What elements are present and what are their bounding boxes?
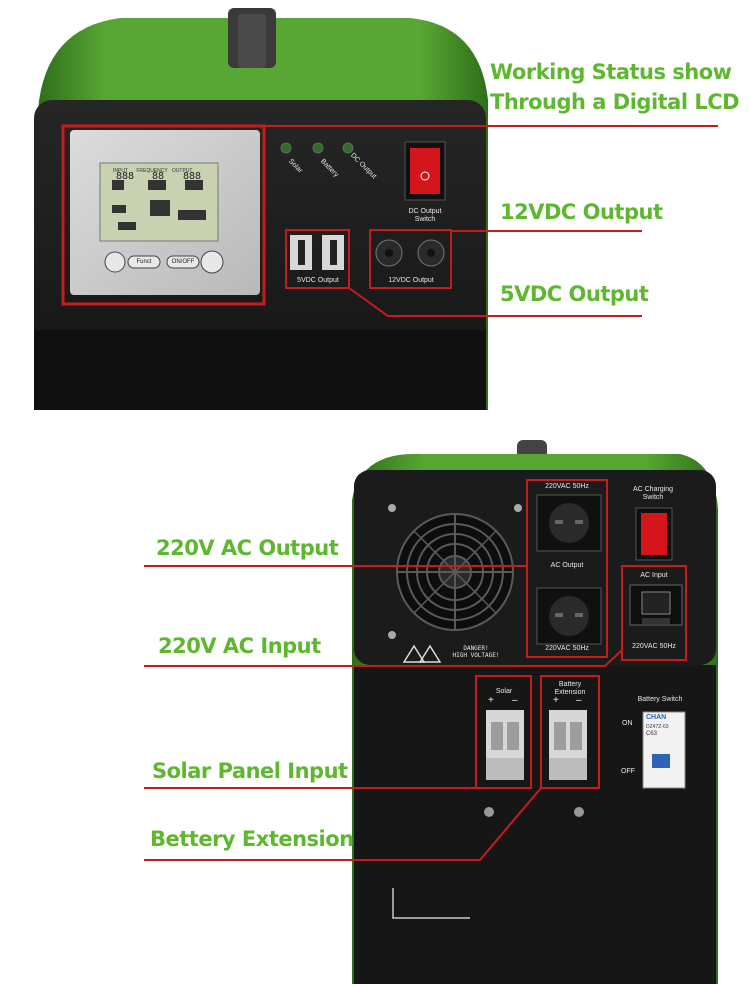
- dc-output-led: [342, 142, 354, 154]
- front-panel-photo: [0, 0, 750, 410]
- battery-extension-breaker[interactable]: [549, 710, 587, 780]
- danger-label: DANGER! HIGH VOLTAGE!: [452, 645, 500, 659]
- callout-lcd-line2: Through a Digital LCD: [490, 90, 740, 114]
- usb-highlight-box: [285, 229, 350, 289]
- back-panel-photo: [0, 440, 750, 984]
- battery-switch-on: ON: [622, 720, 633, 727]
- solar-highlight-box: [475, 675, 532, 789]
- usb-output-label: 5VDC Output: [297, 277, 339, 284]
- dc-output-switch-label: DC Output Switch: [408, 208, 442, 223]
- callout-5vdc: 5VDC Output: [500, 282, 649, 306]
- lightning-icon: [418, 644, 442, 663]
- power-button[interactable]: [200, 250, 224, 274]
- cooling-fan: [388, 504, 522, 639]
- onoff-button-label: ON/OFF: [171, 259, 195, 265]
- lcd-header-output: OUTPUT: [171, 168, 193, 174]
- front-panel-drawing: [34, 8, 718, 410]
- battery-minus: –: [576, 695, 582, 706]
- lcd-digits-output: 888: [183, 171, 202, 182]
- dc-highlight-box: [369, 229, 452, 289]
- callout-ac-output: 220V AC Output: [156, 536, 339, 560]
- battery-plus: +: [553, 695, 559, 706]
- solar-minus: –: [512, 695, 518, 706]
- ac-input-highlight-box: [621, 565, 687, 661]
- callout-lcd-line1: Working Status show: [490, 60, 732, 84]
- back-panel-drawing: [144, 440, 718, 984]
- solar-plus: +: [488, 695, 494, 706]
- socket-bottom-label: 220VAC 50Hz: [545, 645, 589, 652]
- callout-battery-ext: Bettery Extension: [150, 827, 354, 851]
- callout-12vdc: 12VDC Output: [500, 200, 663, 224]
- battery-led: [312, 142, 324, 154]
- battery-ext-highlight-box: [540, 675, 600, 789]
- breaker-brand: CHAN: [646, 714, 667, 721]
- lcd-digits-input: 888: [116, 171, 135, 182]
- callout-ac-input: 220V AC Input: [158, 634, 321, 658]
- funct-button[interactable]: [127, 255, 161, 269]
- up-button[interactable]: [104, 251, 126, 273]
- battery-switch-off: OFF: [621, 768, 635, 775]
- ac-output-highlight-box: [526, 479, 608, 658]
- battery-extension-label: Battery Extension: [554, 681, 586, 696]
- funct-button-label: Funct: [136, 259, 152, 265]
- battery-switch-breaker[interactable]: [642, 711, 686, 789]
- solar-led: [280, 142, 292, 154]
- breaker-rating: C63: [646, 731, 658, 737]
- callout-solar-input: Solar Panel Input: [152, 759, 348, 783]
- lcd-digits-frequency: 88: [152, 171, 165, 182]
- lcd-header-frequency: FREQUENCY: [136, 168, 168, 174]
- solar-breaker[interactable]: [486, 710, 524, 780]
- ac-charging-switch-label: AC Charging Switch: [632, 486, 674, 501]
- lcd-highlight-box: [61, 124, 266, 306]
- warning-icon: [402, 644, 426, 663]
- ac-output-label: AC Output: [550, 562, 584, 569]
- onoff-button[interactable]: [166, 255, 200, 269]
- ac-input-label: AC Input: [640, 572, 668, 579]
- solar-label: Solar: [495, 688, 513, 695]
- dc-output-label: 12VDC Output: [388, 277, 434, 284]
- ac-input-rating: 220VAC 50Hz: [632, 643, 676, 650]
- lcd-header-input: INPUT: [113, 168, 128, 174]
- battery-switch-label: Battery Switch: [637, 696, 683, 703]
- breaker-model: DZ47Z-63: [646, 724, 669, 730]
- socket-top-label: 220VAC 50Hz: [545, 483, 589, 490]
